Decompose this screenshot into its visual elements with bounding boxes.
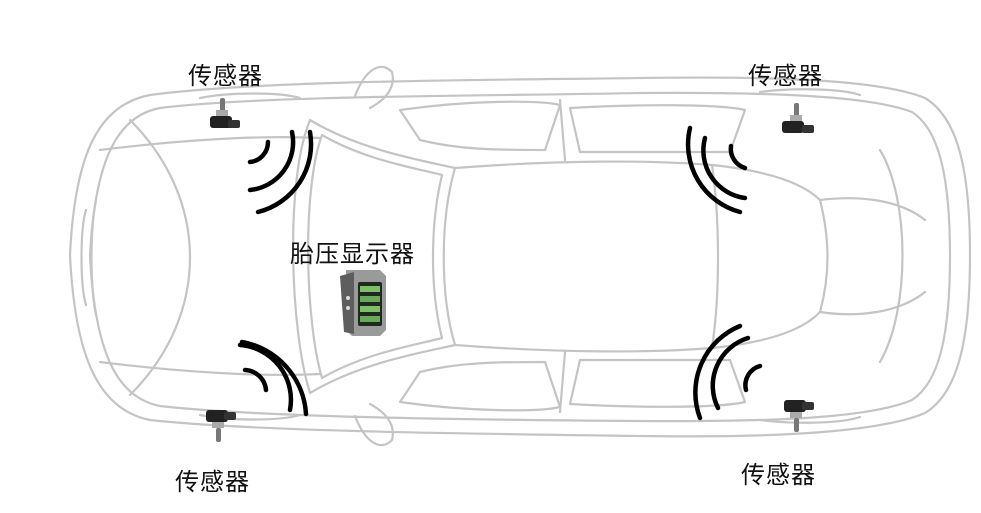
sensor-front-left-icon xyxy=(210,98,240,128)
tpms-display-unit-icon xyxy=(340,270,386,336)
sensor-front-right-label: 传感器 xyxy=(748,62,823,90)
signal-waves-front-left-icon xyxy=(247,129,314,215)
sensor-rear-right-icon xyxy=(784,400,814,432)
sensor-rear-left-icon xyxy=(206,410,236,442)
sensor-rear-left-label: 传感器 xyxy=(175,468,250,496)
sensor-front-left-label: 传感器 xyxy=(188,62,263,90)
car-top-view-outline xyxy=(68,65,972,447)
sensor-front-right-icon xyxy=(782,103,814,133)
sensor-rear-right-label: 传感器 xyxy=(741,461,816,489)
signal-waves-front-right-icon xyxy=(685,125,748,215)
signal-waves-rear-left-icon xyxy=(237,339,309,417)
display-label: 胎压显示器 xyxy=(290,240,415,268)
signal-waves-rear-right-icon xyxy=(693,323,763,421)
